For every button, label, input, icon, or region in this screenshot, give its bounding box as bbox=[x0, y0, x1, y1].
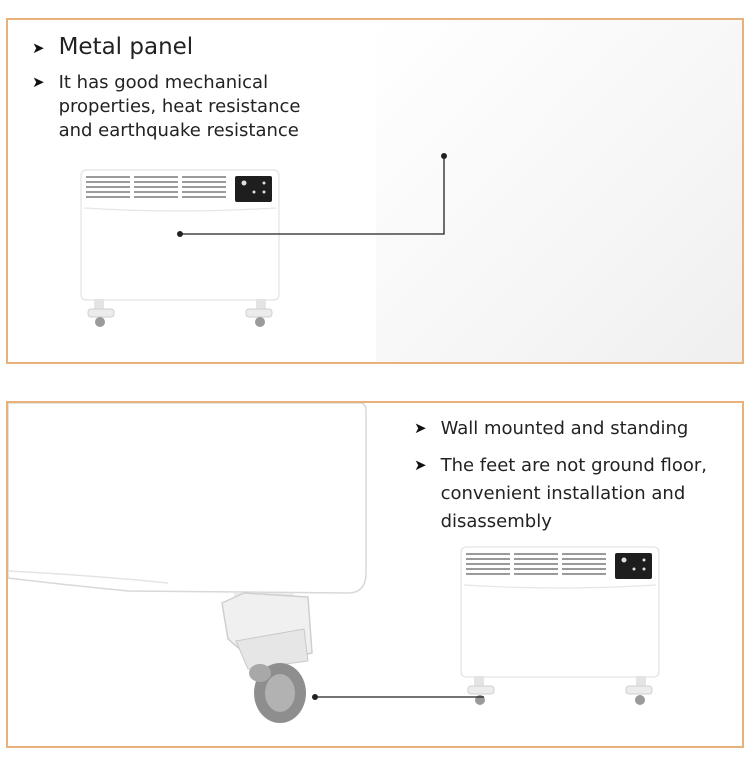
callout-line bbox=[312, 694, 484, 700]
feature-text-2: The feet are not ground floor, convenien… bbox=[440, 455, 707, 532]
metal-panel-section: ➤ Metal panel ➤ It has good mechanical p… bbox=[6, 18, 744, 364]
mounting-section: ➤ Wall mounted and standing ➤ The feet a… bbox=[6, 401, 744, 748]
arrowhead-icon: ➤ bbox=[32, 73, 45, 91]
feature-bullet-2: ➤ The feet are not ground floor, conveni… bbox=[414, 452, 707, 536]
description-bullet: ➤ It has good mechanical properties, hea… bbox=[32, 71, 300, 143]
arrowhead-icon: ➤ bbox=[32, 39, 45, 57]
heading-bullet: ➤ Metal panel bbox=[32, 34, 193, 60]
arrowhead-icon: ➤ bbox=[414, 419, 427, 437]
metal-panel-closeup-image bbox=[376, 20, 742, 362]
foot-closeup-image bbox=[8, 403, 367, 723]
arrowhead-icon: ➤ bbox=[414, 456, 427, 474]
feature-bullet-1: ➤ Wall mounted and standing bbox=[414, 417, 688, 441]
section-heading: Metal panel bbox=[58, 34, 194, 60]
feature-text-1: Wall mounted and standing bbox=[440, 418, 689, 439]
heater-image-small bbox=[460, 546, 660, 705]
description-text: It has good mechanical properties, heat … bbox=[58, 72, 301, 141]
callout-line bbox=[177, 153, 447, 237]
